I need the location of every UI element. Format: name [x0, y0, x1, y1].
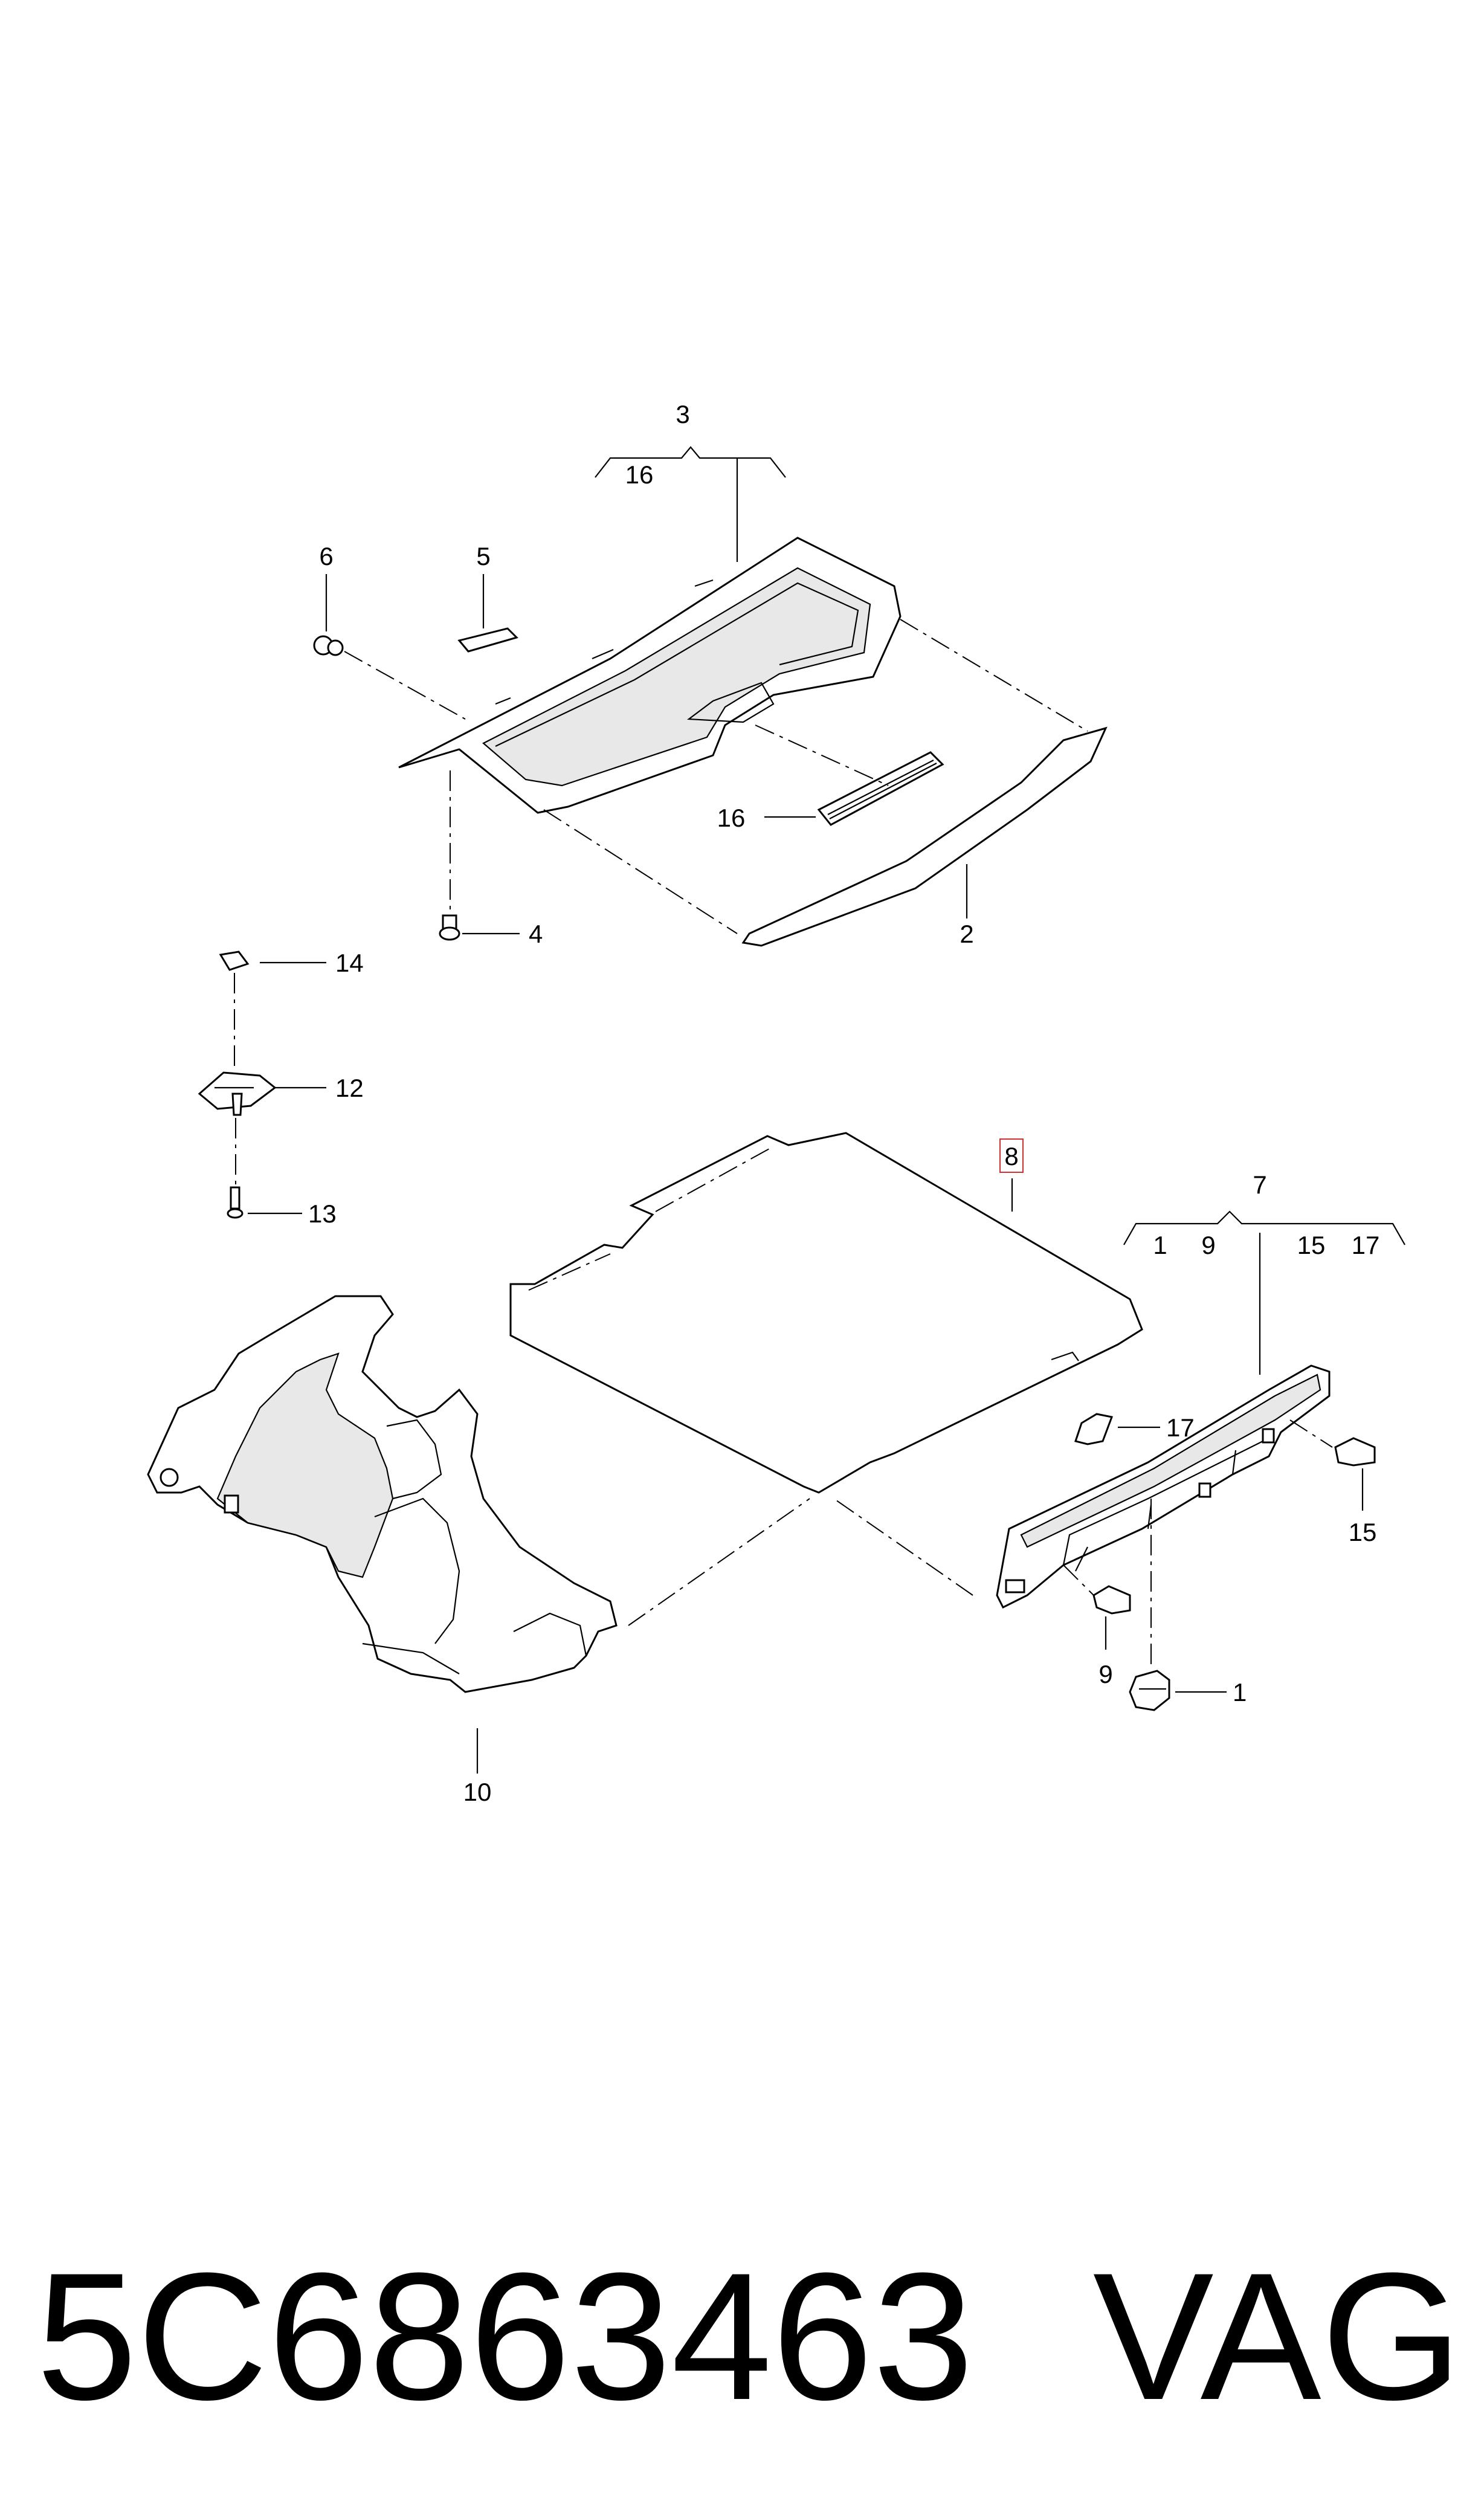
callout-3: 3 [676, 400, 689, 428]
callout-6: 6 [319, 542, 333, 570]
callout-7-sub-17: 17 [1352, 1231, 1380, 1259]
callout-14: 14 [335, 949, 364, 977]
callout-13: 13 [308, 1199, 337, 1228]
part-2-trim-strip: 2 [543, 619, 1108, 948]
parcel-shelf [398, 537, 902, 814]
callout-17: 17 [1166, 1413, 1195, 1442]
part-5-bracket: 5 [457, 542, 518, 653]
part-10-side-trim: 10 [147, 1295, 810, 1806]
callout-7-sub-1: 1 [1153, 1231, 1167, 1259]
part-number: 5C6863463 [36, 2235, 973, 2438]
part-4-bolt: 4 [439, 770, 543, 948]
part-16-vent: 16 [717, 725, 944, 832]
part-13-screw: 13 [227, 1186, 337, 1228]
callout-7-sub-15: 15 [1297, 1231, 1326, 1259]
callout-5: 5 [476, 542, 490, 570]
part-12-retainer: 12 [198, 1071, 364, 1116]
brand-name: VAG [1093, 2235, 1462, 2438]
group-7-bracket: 7 1 9 15 17 [1123, 1170, 1405, 1375]
part-6-clip: 6 [313, 542, 466, 720]
callout-3-sub-16: 16 [625, 460, 654, 489]
callout-9: 9 [1098, 1660, 1112, 1688]
callout-8: 8 [1004, 1142, 1018, 1170]
part-15-clip: 15 [1289, 1419, 1377, 1546]
callout-15: 15 [1349, 1518, 1377, 1546]
callout-12: 12 [335, 1074, 364, 1102]
part-1-clip: 1 [1129, 1499, 1247, 1711]
part-9-clip: 9 [1063, 1564, 1131, 1688]
highlight-box-8 [999, 1138, 1024, 1173]
callout-10: 10 [463, 1778, 492, 1806]
callout-7: 7 [1253, 1170, 1266, 1199]
part-14-clip: 14 [219, 949, 364, 977]
callout-4: 4 [529, 920, 543, 948]
callout-7-sub-9: 9 [1201, 1231, 1215, 1259]
part-8-floor-mat: 8 [509, 1132, 1143, 1494]
callout-2: 2 [960, 920, 973, 948]
callout-16: 16 [717, 804, 746, 832]
group-3-bracket: 3 16 [595, 400, 786, 562]
part-7-sill-panel [833, 1364, 1331, 1609]
callout-1: 1 [1233, 1678, 1247, 1706]
part-17-pad: 17 [1074, 1413, 1195, 1445]
